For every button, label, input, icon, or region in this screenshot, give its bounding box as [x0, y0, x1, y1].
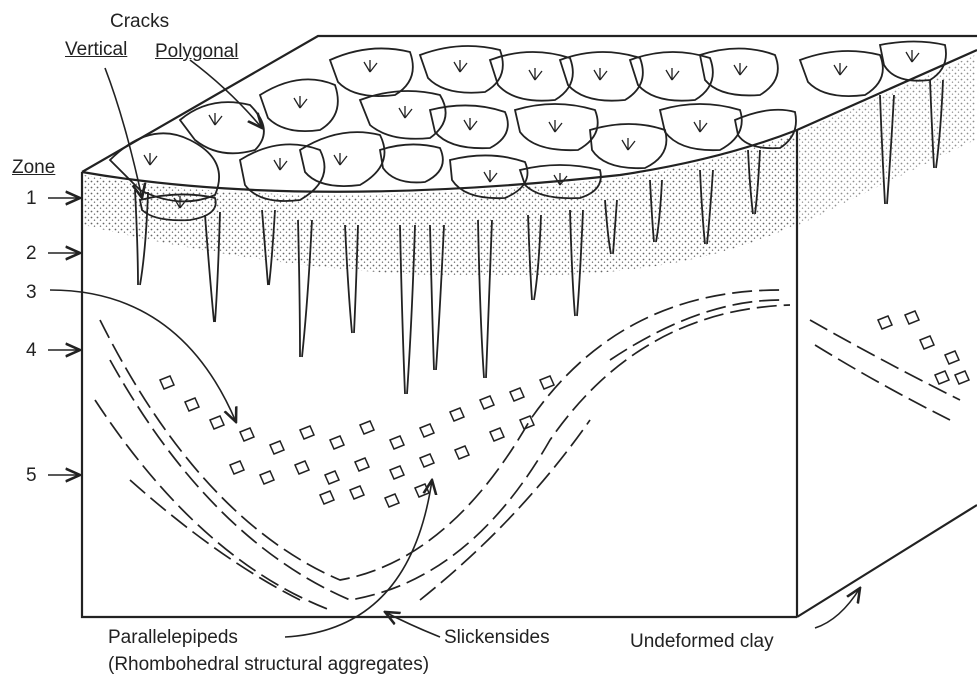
zone-1-label: 1 [26, 189, 37, 208]
slickensides-label: Slickensides [444, 628, 550, 647]
vertical-label: Vertical [65, 40, 127, 59]
undeformed-clay-label: Undeformed clay [630, 632, 774, 651]
zone-label: Zone [12, 158, 55, 177]
zone-2-label: 2 [26, 244, 37, 263]
parallelepipeds-label: Parallelepipeds [108, 628, 238, 647]
polygonal-label: Polygonal [155, 42, 238, 61]
zone-5-label: 5 [26, 466, 37, 485]
zone-1-2-stipple [84, 133, 795, 276]
cracks-label: Cracks [110, 12, 169, 31]
rhombohedral-label: (Rhombohedral structural aggregates) [108, 655, 429, 674]
zone-3-label: 3 [26, 283, 37, 302]
slickenside-lines [95, 290, 960, 610]
leader-lines [48, 60, 860, 637]
zone-4-label: 4 [26, 341, 37, 360]
